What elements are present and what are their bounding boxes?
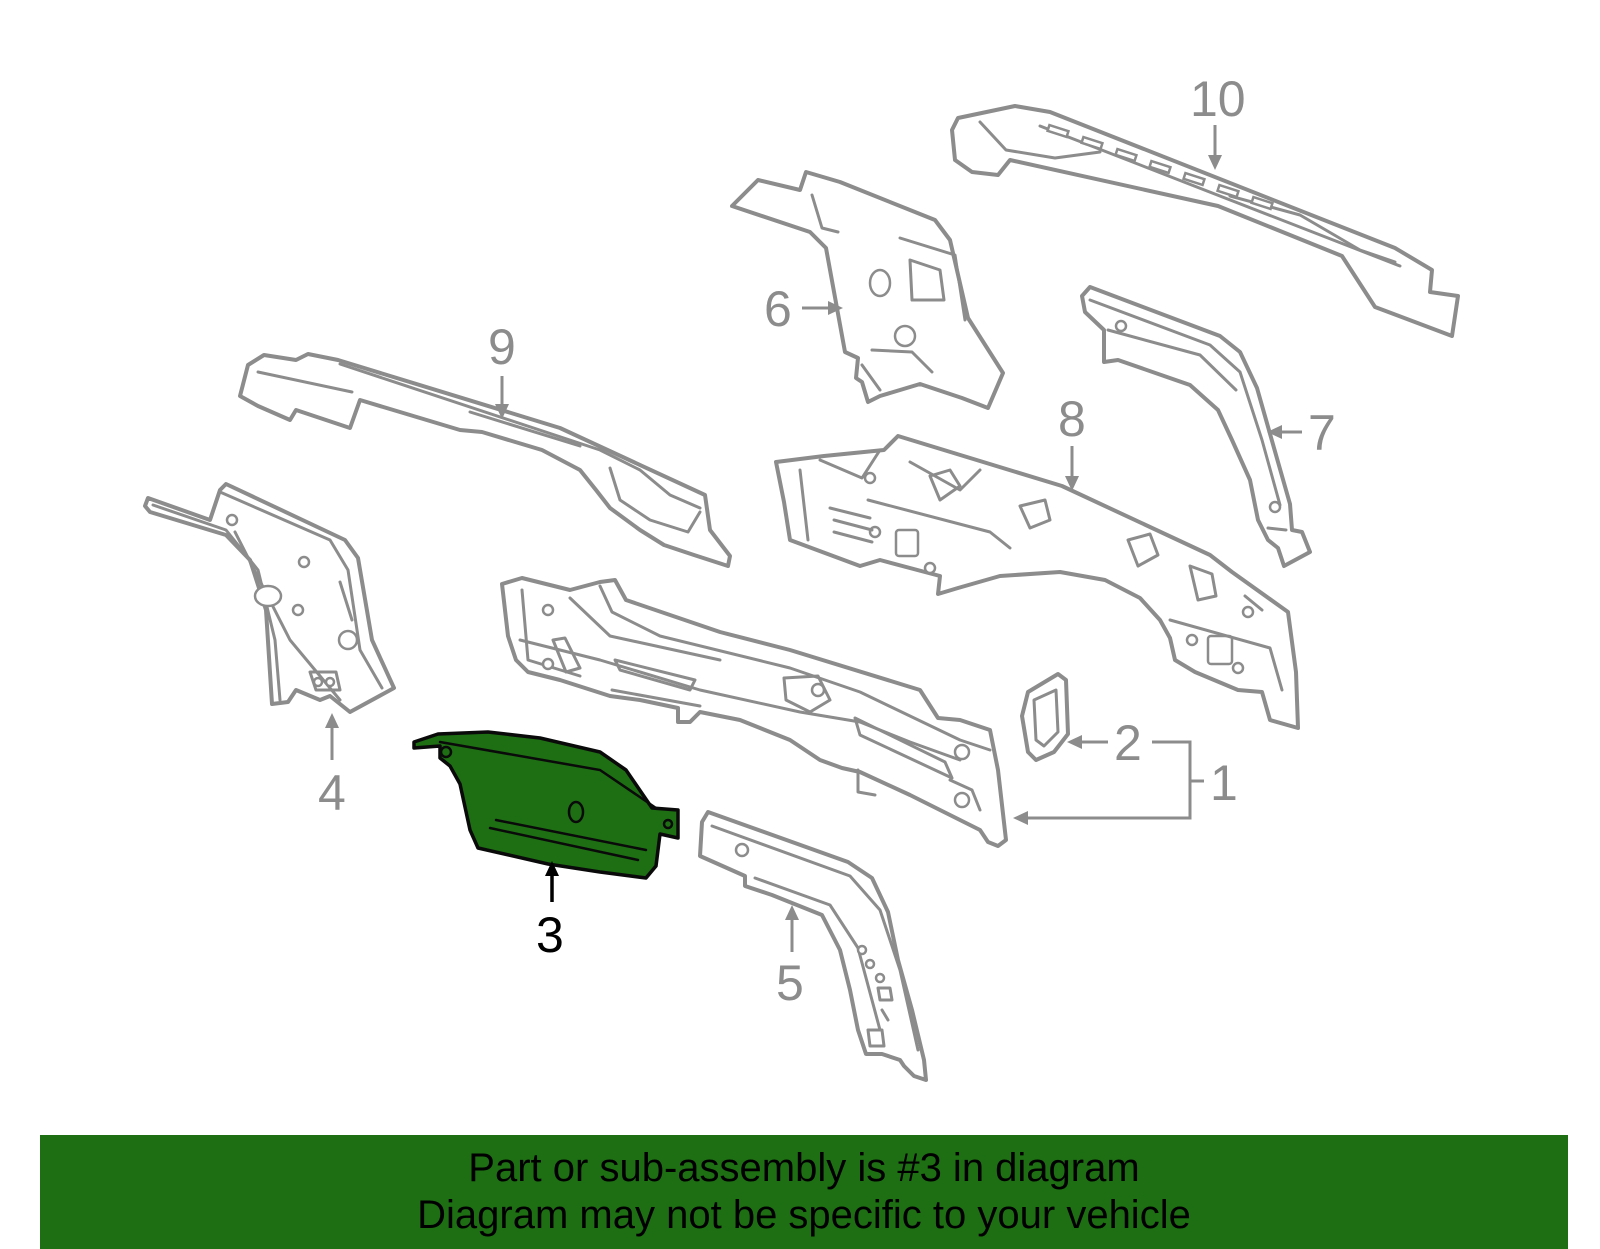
callout-2: 2 — [1114, 715, 1142, 771]
callout-6: 6 — [764, 281, 792, 337]
part-3-highlighted — [412, 730, 680, 880]
part-9 — [238, 352, 732, 568]
leader-10 — [1208, 125, 1222, 170]
leader-1 — [1013, 740, 1204, 825]
callout-10: 10 — [1190, 71, 1246, 127]
part-8 — [774, 434, 1300, 730]
part-10 — [950, 104, 1460, 338]
callout-7: 7 — [1308, 405, 1336, 461]
callout-4: 4 — [318, 765, 346, 821]
callout-8: 8 — [1058, 391, 1086, 447]
leader-6 — [802, 301, 843, 315]
banner-line-1: Part or sub-assembly is #3 in diagram — [468, 1146, 1140, 1190]
part-6 — [730, 170, 1005, 410]
info-banner: Part or sub-assembly is #3 in diagram Di… — [40, 1135, 1568, 1249]
part-7 — [1080, 285, 1312, 568]
leader-3 — [545, 861, 559, 902]
banner-line-2: Diagram may not be specific to your vehi… — [417, 1193, 1191, 1237]
leader-2 — [1067, 735, 1108, 749]
part-4 — [143, 482, 396, 714]
part-5 — [698, 810, 928, 1082]
leader-8 — [1065, 446, 1079, 491]
leader-4 — [325, 713, 339, 760]
part-1 — [500, 576, 1008, 848]
leader-9 — [495, 376, 509, 419]
leader-5 — [785, 905, 799, 952]
callout-3: 3 — [536, 907, 564, 963]
part-2 — [1020, 672, 1070, 762]
callout-1: 1 — [1210, 755, 1238, 811]
callout-5: 5 — [776, 955, 804, 1011]
leader-7 — [1267, 425, 1302, 439]
callout-9: 9 — [488, 319, 516, 375]
part-10-slots — [1045, 123, 1275, 211]
